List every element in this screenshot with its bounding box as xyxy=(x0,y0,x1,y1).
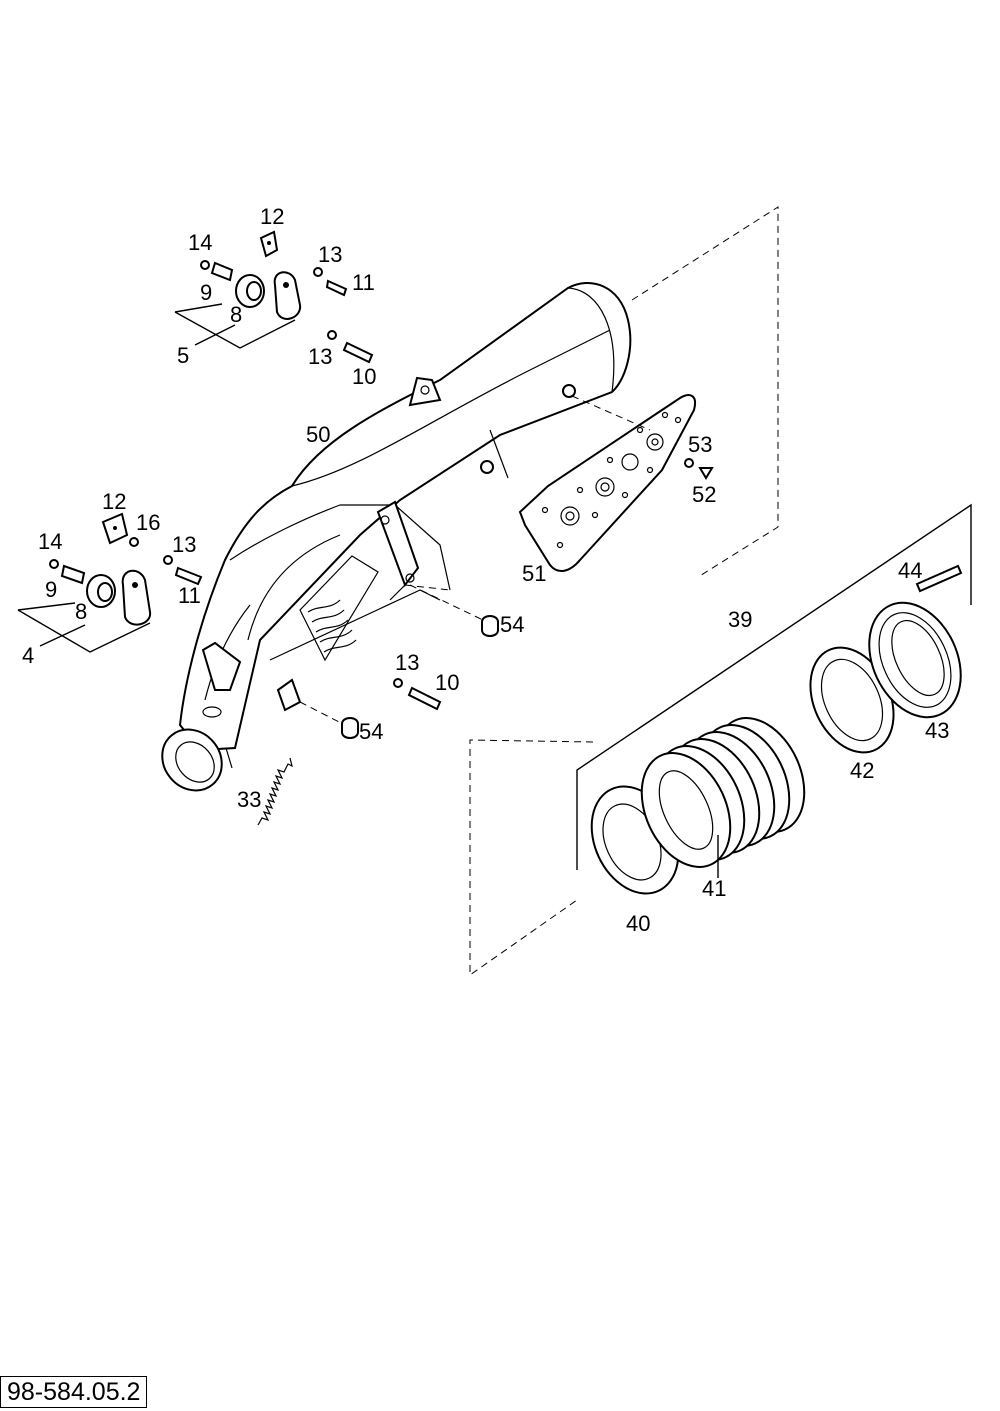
upper-mounting-bracket[interactable] xyxy=(174,230,374,364)
callout-13b: 13 xyxy=(308,344,332,369)
callout-11b: 11 xyxy=(178,583,201,608)
callout-9a: 9 xyxy=(200,280,212,305)
callout-54b: 54 xyxy=(359,719,383,744)
document-code: 98-584.05.2 xyxy=(0,1376,148,1408)
callout-13c: 13 xyxy=(172,532,196,557)
callout-41: 41 xyxy=(702,876,726,901)
callout-10b: 10 xyxy=(435,670,459,695)
dashed-assembly-frame xyxy=(469,206,779,976)
callout-16: 16 xyxy=(136,510,160,535)
spring[interactable] xyxy=(257,757,293,826)
callout-9b: 9 xyxy=(45,577,57,602)
callout-labels: 12 14 13 11 9 8 5 13 10 50 53 52 12 16 1… xyxy=(22,204,949,936)
lower-mounting-bracket[interactable] xyxy=(17,512,203,653)
callout-14a: 14 xyxy=(188,230,212,255)
callout-13a: 13 xyxy=(318,242,342,267)
callout-33: 33 xyxy=(237,787,261,812)
callout-5: 5 xyxy=(177,343,189,368)
callout-42: 42 xyxy=(850,758,874,783)
callout-4: 4 xyxy=(22,643,34,668)
callout-53: 53 xyxy=(688,432,712,457)
callout-52: 52 xyxy=(692,482,716,507)
callout-8b: 8 xyxy=(75,599,87,624)
seal-kit[interactable] xyxy=(575,503,978,908)
callout-44: 44 xyxy=(898,558,922,583)
callout-12a: 12 xyxy=(260,204,284,229)
callout-10a: 10 xyxy=(352,364,376,389)
callout-43: 43 xyxy=(925,718,949,743)
callout-8a: 8 xyxy=(230,302,242,327)
callout-12b: 12 xyxy=(102,489,126,514)
callout-40: 40 xyxy=(626,911,650,936)
callout-39: 39 xyxy=(728,607,752,632)
callout-50: 50 xyxy=(306,422,330,447)
heat-shield-plate[interactable] xyxy=(518,394,696,572)
small-hardware[interactable] xyxy=(299,458,714,739)
silencer-body[interactable] xyxy=(150,282,632,803)
callout-13d: 13 xyxy=(395,650,419,675)
callout-11a: 11 xyxy=(352,270,375,295)
callout-14b: 14 xyxy=(38,529,62,554)
callout-51: 51 xyxy=(522,561,546,586)
callout-54a: 54 xyxy=(500,612,524,637)
